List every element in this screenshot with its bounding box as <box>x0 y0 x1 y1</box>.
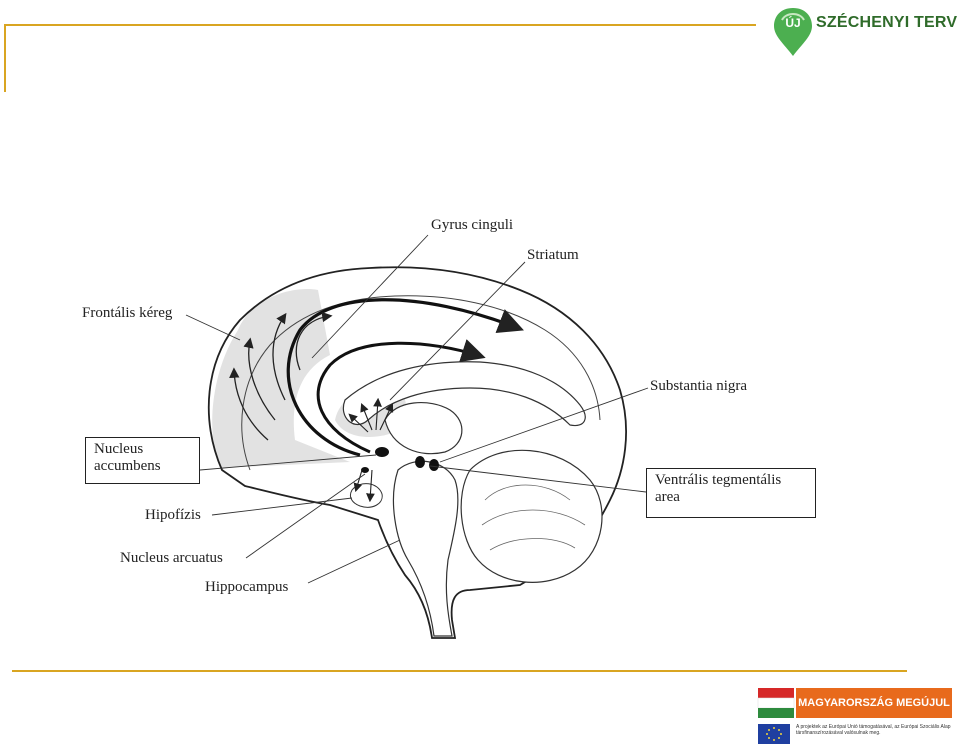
label-hipofizis: Hipofízis <box>145 507 201 523</box>
arcuate-dot <box>361 467 369 473</box>
badge-note: A projektek az Európai Unió támogatásáva… <box>796 724 951 736</box>
label-striatum: Striatum <box>527 247 579 263</box>
label-nucleus-arcuatus: Nucleus arcuatus <box>120 550 223 566</box>
frontal-branch-2 <box>272 312 287 401</box>
header-side-rule <box>4 24 6 92</box>
frontal-branch-3 <box>243 337 276 421</box>
inner-cortex-contour <box>241 295 601 471</box>
logo-wordmark: SZÉCHENYI TERV <box>816 14 958 31</box>
label-nucleus-accumbens-line1: Nucleus <box>94 441 144 457</box>
label-nucleus-accumbens-line2: accumbens <box>94 458 161 474</box>
pituitary <box>349 483 383 508</box>
brainstem <box>392 460 459 637</box>
frontal-branch-4 <box>229 367 269 441</box>
cortex-outline <box>207 266 627 639</box>
label-hippocampus: Hippocampus <box>205 579 289 595</box>
logo-pin-text: ÚJ <box>785 16 801 30</box>
label-nucleus-accumbens: Nucleus accumbens <box>85 437 200 484</box>
szechenyi-terv-logo <box>774 8 812 56</box>
header-rule <box>6 24 756 26</box>
footer-rule <box>12 670 907 672</box>
vta-dot-1 <box>415 456 425 468</box>
mesolimbic-pathway <box>316 339 486 454</box>
cerebellum <box>460 449 603 583</box>
label-frontalis-kereg: Frontális kéreg <box>82 305 173 321</box>
magyarorszag-megujul-badge <box>757 688 795 744</box>
frontal-branch-1 <box>295 311 333 371</box>
frontal-shading <box>212 289 350 468</box>
label-substantia-nigra: Substantia nigra <box>650 378 748 394</box>
label-ventralis-tegmentalis: Ventrális tegmentális area <box>646 468 816 518</box>
label-gyrus-cinguli: Gyrus cinguli <box>431 217 514 233</box>
mesocortical-pathway <box>286 298 524 457</box>
vta-dot-2 <box>429 459 439 471</box>
badge-title: MAGYARORSZÁG MEGÚJUL <box>796 688 952 718</box>
label-ventralis-line2: area <box>655 489 680 505</box>
label-ventralis-line1: Ventrális tegmentális <box>655 472 782 488</box>
thalamus <box>384 402 463 455</box>
nucleus-accumbens-dot <box>375 447 389 457</box>
